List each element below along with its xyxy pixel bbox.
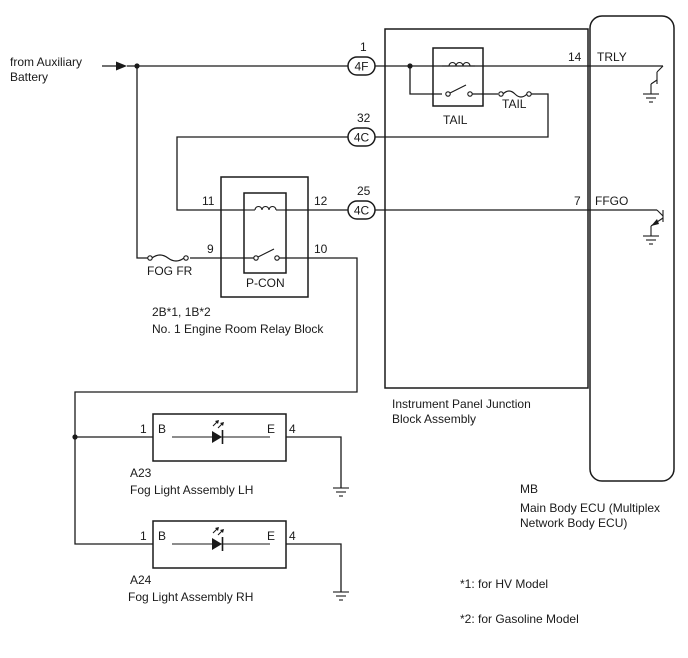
fog-light-lh-term-b: B: [158, 422, 166, 436]
connector-4c-top: 4C: [347, 127, 376, 147]
pin-25-label: 25: [357, 184, 371, 198]
junction-block-label-line2: Block Assembly: [392, 412, 476, 426]
ground-icon: [333, 487, 349, 497]
source-label-line1: from Auxiliary: [10, 55, 82, 69]
junction-block-box: [384, 28, 589, 389]
fog-light-lh-term-e: E: [267, 422, 275, 436]
fog-light-lh-box: [152, 413, 287, 462]
ground-icon: [333, 591, 349, 601]
connector-4f: 4F: [347, 56, 376, 76]
fog-light-rh-name: Fog Light Assembly RH: [128, 590, 253, 604]
connector-4c-bottom: 4C: [347, 200, 376, 220]
pin-7-label: 7: [574, 194, 581, 208]
footnote-2: *2: for Gasoline Model: [460, 612, 579, 626]
pin-10-label: 10: [314, 242, 328, 256]
pin-1-label: 1: [360, 40, 367, 54]
pin-12-label: 12: [314, 194, 328, 208]
fog-light-lh-pin-b: 1: [140, 422, 147, 436]
relay-block-name: No. 1 Engine Room Relay Block: [152, 322, 324, 336]
junction-dot: [72, 434, 78, 440]
pcon-relay-box: [243, 192, 287, 274]
signal-ffgo-label: FFGO: [595, 194, 628, 208]
main-body-ecu-box: [589, 15, 675, 482]
pcon-relay-label: P-CON: [246, 276, 285, 290]
ffgo-transistor-icon: [643, 209, 664, 245]
wiring: [74, 65, 663, 592]
junction-dot: [134, 63, 140, 69]
pcon-relay-switch-icon: [253, 248, 280, 261]
engine-room-relay-block-box: [220, 176, 309, 298]
ecu-code: MB: [520, 482, 538, 496]
fog-light-rh-pin-e: 4: [289, 529, 296, 543]
tail-fuse-label: TAIL: [502, 97, 527, 111]
fog-fr-fuse-icon: [147, 254, 189, 262]
connector-4f-label: 4F: [354, 60, 368, 74]
junction-dot: [407, 63, 413, 69]
pin-32-label: 32: [357, 111, 371, 125]
footnote-1: *1: for HV Model: [460, 577, 548, 591]
ecu-name-line1: Main Body ECU (Multiplex: [520, 501, 660, 515]
fog-light-rh-pin-b: 1: [140, 529, 147, 543]
tail-relay-label: TAIL: [443, 113, 468, 127]
connector-4c-top-label: 4C: [354, 131, 370, 145]
pin-9-label: 9: [207, 242, 214, 256]
tail-relay-coil-icon: [442, 61, 475, 67]
tail-relay-switch-icon: [445, 84, 473, 97]
fog-light-rh-term-b: B: [158, 529, 166, 543]
led-icon: [172, 527, 270, 551]
led-icon: [172, 420, 270, 444]
source-label-line2: Battery: [10, 70, 48, 84]
fog-light-lh-pin-e: 4: [289, 422, 296, 436]
trly-transistor-icon: [643, 65, 664, 103]
source-arrow-icon: [102, 61, 127, 71]
junction-block-label-line1: Instrument Panel Junction: [392, 397, 531, 411]
fog-light-lh-code: A23: [130, 466, 152, 480]
connector-4c-bottom-label: 4C: [354, 204, 370, 218]
fog-light-rh-code: A24: [130, 573, 152, 587]
fog-fr-fuse-label: FOG FR: [147, 264, 193, 278]
pcon-relay-coil-icon: [244, 205, 286, 211]
pin-14-label: 14: [568, 50, 582, 64]
fog-light-lh-name: Fog Light Assembly LH: [130, 483, 253, 497]
ecu-name-line2: Network Body ECU): [520, 516, 627, 530]
tail-relay-box: [432, 47, 484, 107]
fog-light-rh-box: [152, 520, 287, 569]
tail-fuse-icon: [498, 90, 532, 98]
signal-trly-label: TRLY: [597, 50, 627, 64]
relay-block-code: 2B*1, 1B*2: [152, 305, 211, 319]
pin-11-label: 11: [202, 194, 215, 208]
fog-light-rh-term-e: E: [267, 529, 275, 543]
